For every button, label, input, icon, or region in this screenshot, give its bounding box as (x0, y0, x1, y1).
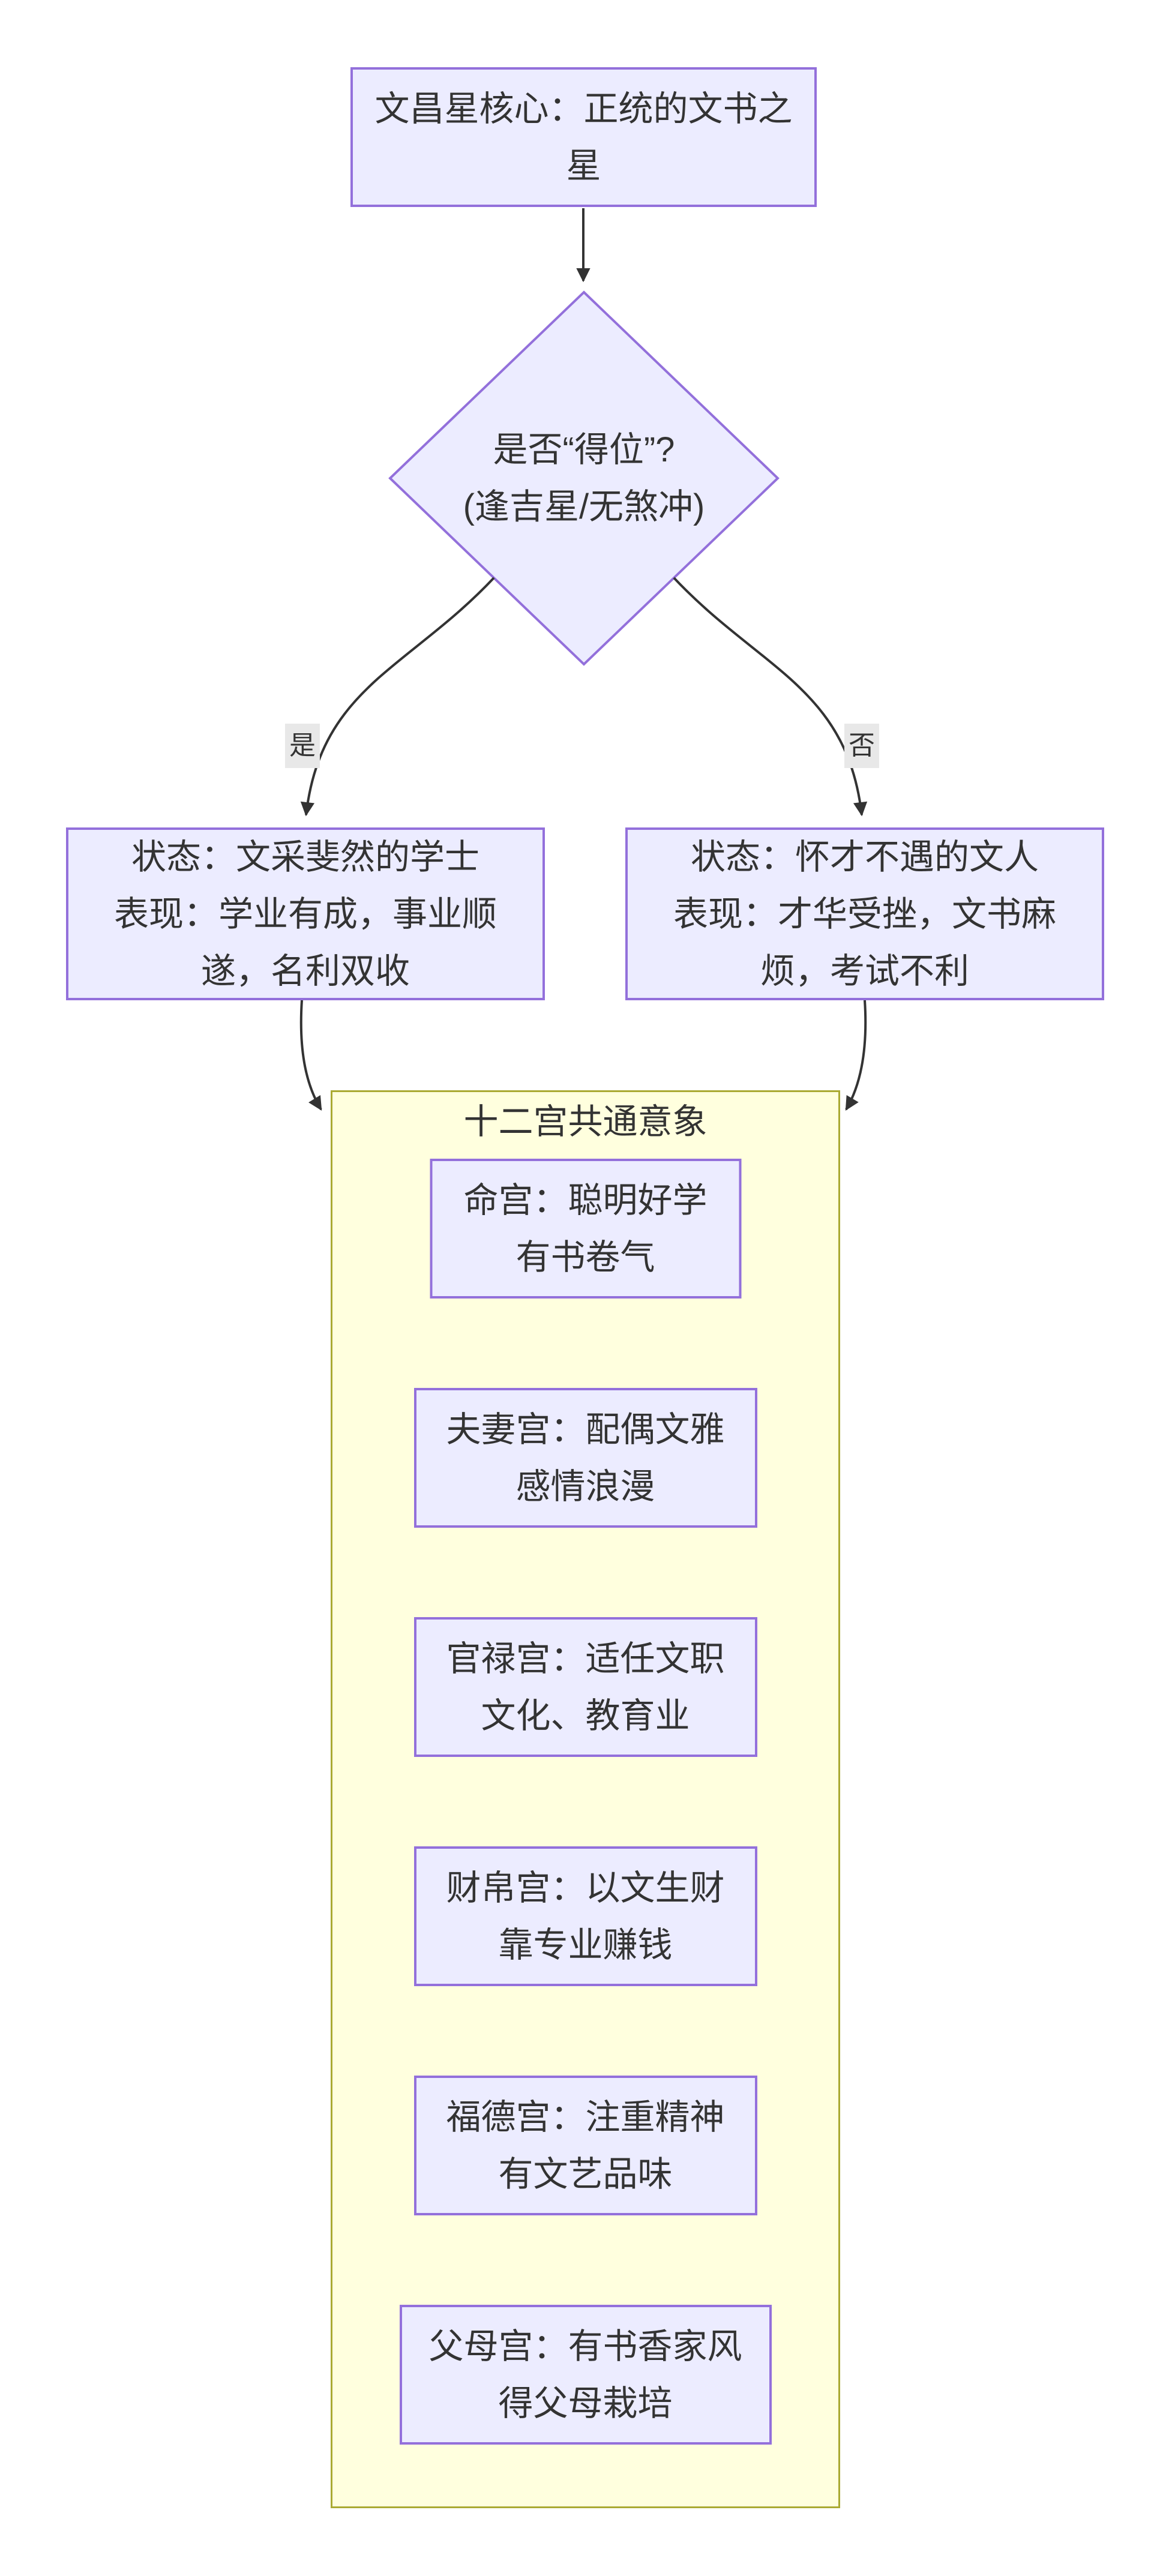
palace-node-fu-mu-gong: 父母宫：有书香家风 得父母栽培 (399, 2305, 772, 2445)
edge-bad-to-cluster (845, 1000, 867, 1111)
palace-node-text: 命宫：聪明好学 有书卷气 (463, 1180, 708, 1277)
palace-node-text: 福德宫：注重精神 有文艺品味 (446, 2097, 725, 2194)
palaces-cluster-title: 十二宫共通意象 (463, 1102, 708, 1141)
state-bad-text: 状态：怀才不遇的文人 表现：才华受挫，文书麻 烦，考试不利 (673, 837, 1056, 991)
edge-label-no: 否 (844, 724, 879, 768)
palace-node-text: 财帛宫：以文生财 靠专业赚钱 (446, 1868, 725, 1965)
edge-label-yes: 是 (285, 724, 320, 768)
palace-node-text: 父母宫：有书香家风 得父母栽培 (428, 2326, 742, 2423)
core-node: 文昌星核心：正统的文书之 星 (350, 67, 817, 207)
core-node-text: 文昌星核心：正统的文书之 星 (374, 89, 793, 185)
palace-node-guan-lu-gong: 官禄宫：适任文职 文化、教育业 (413, 1617, 757, 1757)
palace-node-ming-gong: 命宫：聪明好学 有书卷气 (430, 1159, 741, 1299)
palace-node-cai-bo-gong: 财帛宫：以文生财 靠专业赚钱 (413, 1846, 757, 1986)
palace-node-fu-qi-gong: 夫妻宫：配偶文雅 感情浪漫 (413, 1388, 757, 1528)
palace-node-text: 官禄宫：适任文职 文化、教育业 (446, 1639, 725, 1735)
state-good-text: 状态：文采斐然的学士 表现：学业有成，事业顺 遂，名利双收 (113, 837, 497, 991)
palaces-cluster: 十二宫共通意象 命宫：聪明好学 有书卷气 夫妻宫：配偶文雅 感情浪漫 官禄宫：适… (331, 1090, 840, 2508)
state-bad-node: 状态：怀才不遇的文人 表现：才华受挫，文书麻 烦，考试不利 (625, 827, 1104, 1000)
decision-node: 是否“得位”? (逢吉星/无煞冲) (390, 292, 778, 664)
palace-node-fu-de-gong: 福德宫：注重精神 有文艺品味 (413, 2076, 757, 2215)
state-good-node: 状态：文采斐然的学士 表现：学业有成，事业顺 遂，名利双收 (66, 827, 545, 1000)
decision-node-text: 是否“得位”? (逢吉星/无煞冲) (463, 430, 705, 526)
edge-good-to-cluster (299, 1000, 322, 1111)
palace-node-text: 夫妻宫：配偶文雅 感情浪漫 (446, 1410, 725, 1506)
